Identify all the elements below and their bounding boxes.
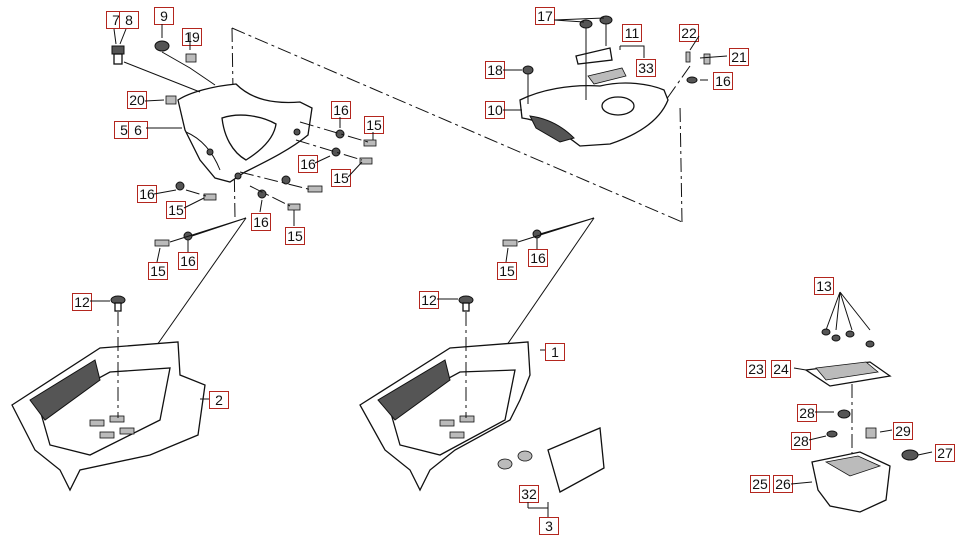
callout-18: 18: [485, 61, 505, 79]
callout-16-e: 16: [178, 252, 198, 270]
callout-16-d: 16: [251, 213, 271, 231]
callout-16-a: 16: [331, 101, 351, 119]
clip-19: [185, 53, 197, 63]
storage-box-lid: [804, 291, 892, 462]
callout-15-a: 15: [364, 116, 384, 134]
callout-2: 2: [209, 391, 229, 409]
callout-8: 8: [119, 11, 139, 29]
callout-28-b: 28: [791, 432, 811, 450]
grommet-32: [497, 450, 533, 470]
rivet-12-center: [458, 295, 474, 312]
callout-12-a: 12: [72, 293, 92, 311]
front-panel: [519, 15, 711, 147]
callout-24: 24: [771, 360, 791, 378]
callout-28-a: 28: [797, 404, 817, 422]
callout-15-c: 15: [166, 201, 186, 219]
callout-15-e: 15: [148, 262, 168, 280]
callout-9: 9: [154, 7, 174, 25]
callout-26: 26: [773, 475, 793, 493]
clip-20: [165, 95, 177, 105]
projection-line-front-top: [231, 27, 683, 223]
mudflap-3: [547, 427, 605, 493]
callout-21: 21: [729, 48, 749, 66]
fasteners-center-mid: [499, 217, 595, 356]
callout-23: 23: [746, 360, 766, 378]
callout-10: 10: [485, 101, 505, 119]
callout-19: 19: [182, 28, 202, 46]
callout-16-f: 16: [713, 72, 733, 90]
fasteners-left-mid: [149, 217, 247, 356]
projection-line-right: [679, 104, 683, 223]
callout-29: 29: [893, 422, 913, 440]
footrest-right: [359, 312, 531, 492]
front-upper-cover: [177, 83, 313, 183]
bolt-7-8: [111, 45, 125, 65]
callout-32: 32: [519, 485, 539, 503]
rivet-12-left: [110, 295, 126, 312]
callout-27: 27: [935, 444, 955, 462]
callout-17: 17: [535, 7, 555, 25]
footrest-left: [11, 312, 206, 492]
callout-11: 11: [622, 24, 642, 42]
callout-6: 6: [128, 121, 148, 139]
callout-15-d: 15: [285, 227, 305, 245]
callout-3: 3: [539, 517, 559, 535]
fasteners-upper: [175, 121, 377, 211]
storage-box: [811, 409, 919, 513]
callout-15-b: 15: [331, 169, 351, 187]
callout-22: 22: [679, 24, 699, 42]
callout-15-f: 15: [497, 262, 517, 280]
callout-25: 25: [750, 475, 770, 493]
callout-33: 33: [636, 59, 656, 77]
callout-20: 20: [127, 91, 147, 109]
callout-12-b: 12: [419, 291, 439, 309]
callout-16-g: 16: [528, 249, 548, 267]
grommet-9: [154, 40, 170, 52]
callout-1: 1: [545, 343, 565, 361]
callout-16-b: 16: [298, 155, 318, 173]
callout-13: 13: [814, 277, 834, 295]
